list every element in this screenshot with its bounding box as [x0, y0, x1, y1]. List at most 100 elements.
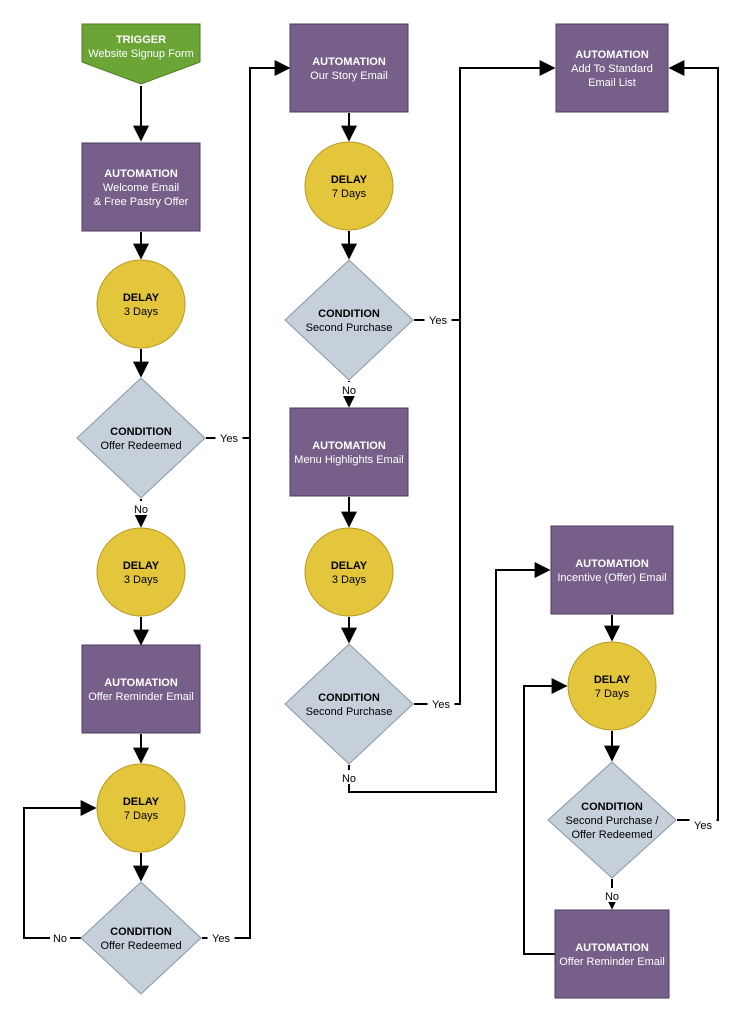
edge-label-cond-b2-yes: Yes: [432, 699, 450, 711]
condition-diamond: [76, 377, 206, 499]
edge-reminder2-loop: [523, 678, 568, 955]
delay-circle: [96, 259, 186, 349]
label-bg: [427, 696, 455, 710]
node-line1: Second Purchase: [306, 706, 393, 718]
automation-box: [289, 23, 409, 113]
node-line2: & Free Pastry Offer: [94, 196, 189, 208]
node-title: DELAY: [331, 174, 368, 186]
node-trigger[interactable]: TRIGGER Website Signup Form: [81, 23, 201, 85]
node-delay-a3[interactable]: DELAY 7 Days: [96, 763, 186, 853]
automation-box: [555, 23, 669, 113]
node-auto-incentive[interactable]: AUTOMATION Incentive (Offer) Email: [550, 525, 674, 615]
node-title: DELAY: [123, 292, 160, 304]
node-title: DELAY: [123, 560, 160, 572]
condition-diamond: [284, 259, 414, 381]
node-line1: Offer Redeemed: [100, 940, 181, 952]
node-title: AUTOMATION: [104, 677, 178, 689]
node-line2: Email List: [588, 77, 636, 89]
delay-circle: [96, 763, 186, 853]
condition-diamond: [547, 761, 677, 879]
label-bg: [339, 382, 359, 396]
edge-label-cond-b1-no: No: [342, 385, 356, 397]
node-line1: Welcome Email: [103, 182, 179, 194]
node-title: AUTOMATION: [312, 56, 386, 68]
node-line2: Offer Redeemed: [571, 829, 652, 841]
edge-cond-b2-yes: [414, 320, 461, 705]
node-auto-story[interactable]: AUTOMATION Our Story Email: [289, 23, 409, 113]
trigger-shape: [81, 23, 201, 85]
edge-cond-c1-yes: [668, 60, 719, 821]
delay-circle: [304, 141, 394, 231]
automation-box: [554, 909, 670, 999]
node-line1: Second Purchase: [306, 322, 393, 334]
node-line1: Website Signup Form: [88, 48, 194, 60]
edge-label-cond-b1-yes: Yes: [429, 315, 447, 327]
edge-cond-a1-yes: [206, 60, 291, 439]
node-title: DELAY: [123, 796, 160, 808]
node-auto-menu[interactable]: AUTOMATION Menu Highlights Email: [289, 407, 409, 497]
edge-label-cond-c1-yes: Yes: [694, 820, 712, 832]
node-title: AUTOMATION: [575, 942, 649, 954]
label-bg: [50, 930, 70, 944]
label-bg: [424, 312, 452, 326]
automation-box: [550, 525, 674, 615]
label-bg: [689, 817, 717, 831]
node-title: DELAY: [331, 560, 368, 572]
node-auto-reminder2[interactable]: AUTOMATION Offer Reminder Email: [554, 909, 670, 999]
condition-diamond: [284, 643, 414, 765]
node-title: AUTOMATION: [575, 558, 649, 570]
label-bg: [207, 930, 235, 944]
node-line1: 3 Days: [124, 574, 159, 586]
node-delay-b2[interactable]: DELAY 3 Days: [304, 527, 394, 617]
automation-box: [81, 644, 201, 734]
node-cond-c1[interactable]: CONDITION Second Purchase / Offer Redeemed: [547, 761, 677, 879]
node-title: CONDITION: [318, 692, 380, 704]
node-title: AUTOMATION: [104, 168, 178, 180]
node-line1: Our Story Email: [310, 70, 388, 82]
label-bg: [215, 430, 243, 444]
label-bg: [339, 770, 359, 784]
node-line1: 7 Days: [124, 810, 159, 822]
label-bg: [131, 501, 151, 515]
node-line1: 3 Days: [124, 306, 159, 318]
node-title: CONDITION: [581, 801, 643, 813]
automation-box: [289, 407, 409, 497]
node-line1: Menu Highlights Email: [294, 454, 403, 466]
automation-box: [81, 142, 201, 232]
node-line1: Incentive (Offer) Email: [557, 572, 666, 584]
edge-label-cond-a2-no: No: [53, 933, 67, 945]
node-cond-a2[interactable]: CONDITION Offer Redeemed: [80, 881, 202, 995]
node-cond-b2[interactable]: CONDITION Second Purchase: [284, 643, 414, 765]
node-title: CONDITION: [110, 926, 172, 938]
delay-circle: [96, 527, 186, 617]
edge-cond-b1-yes: [414, 60, 556, 321]
condition-diamond: [80, 881, 202, 995]
node-delay-a2[interactable]: DELAY 3 Days: [96, 527, 186, 617]
node-line1: Offer Reminder Email: [559, 956, 665, 968]
node-title: DELAY: [594, 674, 631, 686]
node-line1: 3 Days: [332, 574, 367, 586]
label-bg: [602, 888, 622, 902]
edge-cond-a2-yes: [202, 438, 251, 939]
node-delay-a1[interactable]: DELAY 3 Days: [96, 259, 186, 349]
edge-label-cond-a1-yes: Yes: [220, 433, 238, 445]
node-title: TRIGGER: [116, 34, 166, 46]
edge-label-cond-c1-no: No: [605, 891, 619, 903]
edge-label-cond-a2-yes: Yes: [212, 933, 230, 945]
delay-circle: [567, 641, 657, 731]
delay-circle: [304, 527, 394, 617]
node-line1: Offer Redeemed: [100, 440, 181, 452]
node-line1: Second Purchase /: [566, 815, 660, 827]
node-title: AUTOMATION: [312, 440, 386, 452]
node-title: AUTOMATION: [575, 49, 649, 61]
node-auto-welcome[interactable]: AUTOMATION Welcome Email & Free Pastry Off…: [81, 142, 201, 232]
